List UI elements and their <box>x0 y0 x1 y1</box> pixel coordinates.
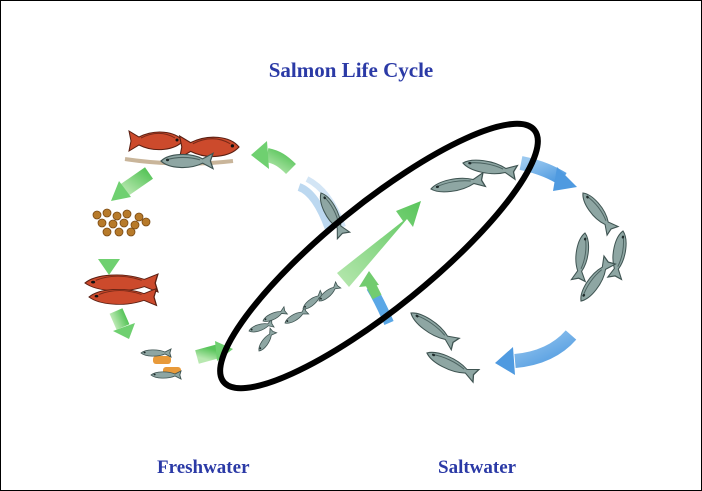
salmon-eggs <box>93 209 150 236</box>
arrow-alevin-to-fry <box>113 311 135 339</box>
saltwater-label: Saltwater <box>438 457 516 479</box>
spawning-salmon <box>125 131 239 169</box>
freshwater-label: Freshwater <box>157 457 250 479</box>
fry-fish <box>141 349 181 379</box>
saltwater-fish <box>407 189 630 382</box>
arrow-return-to-spawn <box>251 141 291 169</box>
leaping-salmon <box>299 179 350 239</box>
arrow-spawning-to-eggs <box>111 173 149 201</box>
ocean-bound-fish <box>430 156 518 196</box>
parr-fish <box>85 274 158 306</box>
arrow-eggs-to-alevin <box>98 239 120 275</box>
arrow-ocean-return <box>495 335 571 375</box>
